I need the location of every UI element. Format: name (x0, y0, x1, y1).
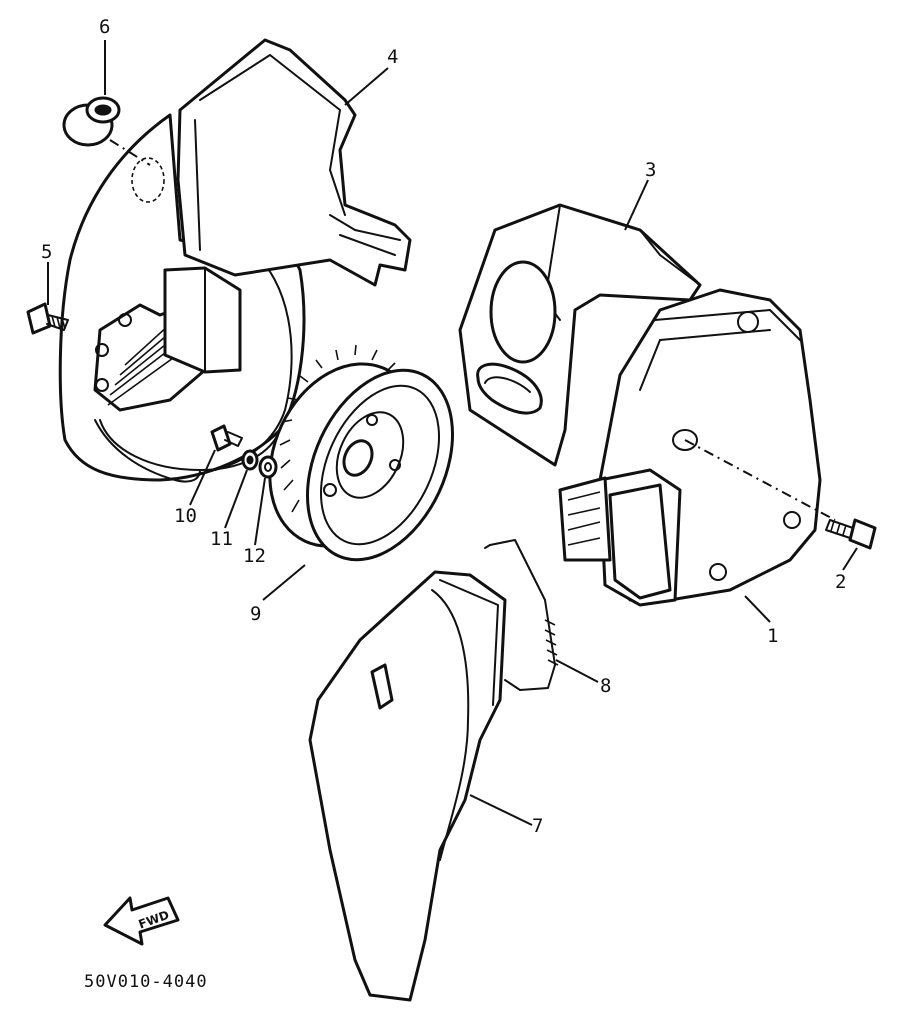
grommet (62, 96, 151, 166)
diagram-code: 50V010-4040 (84, 972, 208, 992)
fan-screw (210, 424, 243, 452)
callout-8: 8 (600, 675, 611, 697)
callout-4: 4 (387, 46, 398, 68)
intake-duct (308, 570, 507, 1002)
callout-3: 3 (645, 159, 656, 181)
callout-2: 2 (835, 571, 846, 593)
bolt-5 (26, 302, 69, 335)
housing-cover (458, 203, 702, 467)
leader-lines (47, 40, 858, 826)
callout-10: 10 (174, 505, 197, 527)
forward-arrow-icon: FWD (103, 896, 180, 946)
callout-5: 5 (41, 241, 52, 263)
callout-1: 1 (767, 625, 778, 647)
washer-12 (258, 455, 278, 479)
callout-12: 12 (243, 545, 266, 567)
fan-shroud (58, 38, 412, 483)
callout-9: 9 (250, 603, 261, 625)
gasket (484, 539, 559, 691)
air-box-body (558, 288, 836, 607)
callout-7: 7 (532, 815, 543, 837)
cooling-fan (268, 344, 455, 562)
callout-6: 6 (99, 16, 110, 38)
callout-11: 11 (210, 528, 233, 550)
washer-11 (241, 449, 259, 471)
callout-labels: 6 4 3 5 10 11 12 9 2 1 8 7 (41, 16, 846, 837)
bolt-2 (825, 518, 877, 550)
